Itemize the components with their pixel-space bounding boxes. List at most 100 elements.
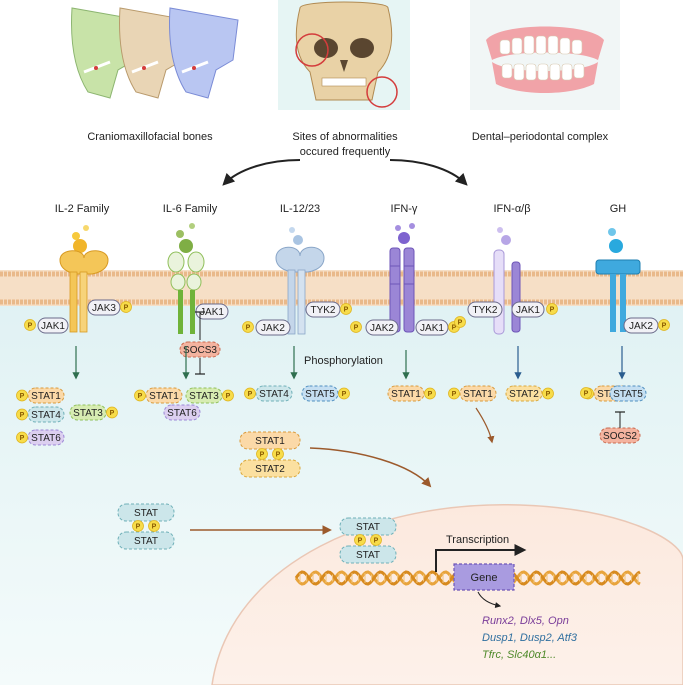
stat-pill: STAT1 <box>459 385 497 402</box>
phosphate-label: P <box>226 393 231 400</box>
stat-pill-label: STAT3 <box>73 408 103 419</box>
ifng-receptor <box>389 223 415 333</box>
phosphate-label: P <box>20 412 25 419</box>
jak1-pill: JAK1 <box>511 301 545 318</box>
phosphate-label: P <box>428 391 433 398</box>
family-label: IFN-α/β <box>493 203 530 215</box>
stat12-to-nucleus-arrow <box>309 447 432 488</box>
jak2-pill-label: JAK2 <box>629 321 653 332</box>
stat-pill: STAT5 <box>301 385 339 402</box>
sites-label-line2: occured frequently <box>300 146 391 158</box>
stat-pill-label: STAT5 <box>305 389 335 400</box>
craniomaxillofacial-label: Craniomaxillofacial bones <box>87 131 213 143</box>
transcription-label: Transcription <box>446 534 509 546</box>
ifna-to-nucleus-arrow <box>475 407 495 444</box>
phosphate-label: P <box>344 307 349 314</box>
phosphate-label: P <box>276 452 281 459</box>
phosphate-badge: P <box>134 389 146 402</box>
phosphate-label: P <box>248 391 253 398</box>
phosphate-badge: P <box>106 406 118 419</box>
family-label: IL-12/23 <box>280 203 320 215</box>
phosphate-badge: P <box>16 408 28 421</box>
phosphate-badge: P <box>148 520 160 532</box>
jak1-pill-label: JAK1 <box>516 305 540 316</box>
stat1-stat2-dimer-bottom-label: STAT2 <box>255 464 285 475</box>
phosphate-badge: P <box>350 321 362 333</box>
phosphate-badge: P <box>546 303 558 315</box>
phosphate-label: P <box>458 320 463 327</box>
sites-label-line1: Sites of abnormalities <box>292 131 398 143</box>
jak1-pill-label: JAK1 <box>41 321 65 332</box>
phosphate-label: P <box>662 323 667 330</box>
jak1-pill-label: JAK1 <box>200 307 224 318</box>
family-label: IL-6 Family <box>163 203 218 215</box>
gh-receptor <box>595 228 641 332</box>
phosphate-label: P <box>342 391 347 398</box>
phosphate-badge: P <box>272 448 284 460</box>
socs3-pill: SOCS3 <box>179 341 221 358</box>
phosphate-label: P <box>452 391 457 398</box>
phosphate-label: P <box>20 393 25 400</box>
stat-pill-label: STAT1 <box>391 389 421 400</box>
phosphate-badge: P <box>132 520 144 532</box>
curved-arrow-right <box>389 159 468 186</box>
phosphate-badge: P <box>448 387 460 400</box>
phosphate-label: P <box>374 538 379 545</box>
jak1-pill-label: JAK1 <box>420 323 444 334</box>
phosphate-label: P <box>124 305 129 312</box>
skull-profiles-illustration <box>60 0 260 110</box>
jak2-pill-label: JAK2 <box>261 323 285 334</box>
stat-pill-label: STAT3 <box>189 391 219 402</box>
stat-dimer-nucleus-top-label: STAT <box>356 522 380 533</box>
curved-arrow-left <box>222 159 301 186</box>
stat-dimer-nucleus-bottom-label: STAT <box>356 550 380 561</box>
phosphate-label: P <box>136 524 141 531</box>
stat-pill: STAT6 <box>163 404 201 421</box>
socs3-pill-label: SOCS3 <box>183 345 217 356</box>
il2-receptor <box>59 225 109 333</box>
transcription-arrow <box>435 544 527 572</box>
phosphate-label: P <box>452 325 457 332</box>
skull-front-illustration <box>278 0 410 110</box>
phosphate-label: P <box>260 452 265 459</box>
phosphate-badge: P <box>338 387 350 400</box>
tyk2-pill: TYK2 <box>467 301 503 318</box>
il6-receptor <box>167 223 205 334</box>
gene-list-line: Tfrc, Slc40α1... <box>482 649 556 661</box>
phosphate-label: P <box>152 524 157 531</box>
stat1-stat2-dimer-top-label: STAT1 <box>255 436 285 447</box>
stat-pill: STAT6 <box>27 429 65 446</box>
phosphate-label: P <box>246 325 251 332</box>
stat-pill-label: STAT1 <box>463 389 493 400</box>
phosphorylation-label: Phosphorylation <box>304 355 383 367</box>
stat-pill-label: STAT2 <box>509 389 539 400</box>
phosphate-label: P <box>550 307 555 314</box>
phosphate-badge: P <box>370 534 382 546</box>
family-label: GH <box>610 203 627 215</box>
stat-pill-label: STAT6 <box>167 408 197 419</box>
gene-output-arrow <box>477 591 502 608</box>
gene-label: Gene <box>471 572 498 584</box>
dental-label: Dental–periodontal complex <box>472 131 609 143</box>
stat-pill: STAT1 <box>145 387 183 404</box>
phosphate-badge: P <box>580 387 592 399</box>
socs2-pill: SOCS2 <box>599 427 641 444</box>
phosphate-label: P <box>20 435 25 442</box>
stat-pill: STAT5 <box>609 385 647 402</box>
socs2-pill-label: SOCS2 <box>603 431 637 442</box>
dental-arch-illustration <box>470 0 620 110</box>
phosphate-badge: P <box>120 301 132 313</box>
phosphate-label: P <box>354 325 359 332</box>
jak2-pill: JAK2 <box>255 319 291 336</box>
phosphate-badge: P <box>424 387 436 400</box>
stat-pill-label: STAT6 <box>31 433 61 444</box>
jak2-pill-label: JAK2 <box>370 323 394 334</box>
family-label: IL-2 Family <box>55 203 110 215</box>
jak3-pill: JAK3 <box>87 299 121 316</box>
stat-dimer-cytoplasm-bottom-label: STAT <box>134 536 158 547</box>
